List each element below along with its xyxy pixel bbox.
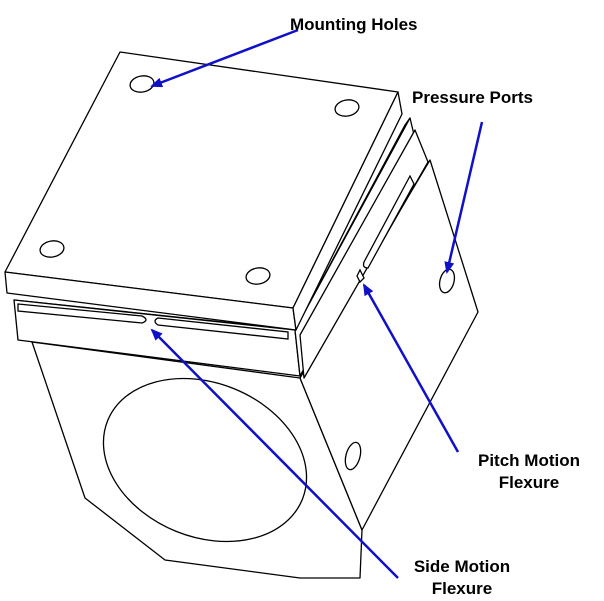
arrow-mounting-holes — [150, 28, 299, 88]
bore-hole — [102, 377, 308, 543]
pressure-port — [344, 441, 362, 471]
mounting-hole — [334, 99, 360, 117]
label-pressure-ports: Pressure Ports — [412, 88, 533, 107]
label-pitch-line2: Flexure — [498, 473, 560, 492]
side-flexure-slot — [154, 317, 289, 340]
top-plate-right — [292, 91, 403, 331]
pitch-flexure-slot — [362, 174, 415, 269]
mounting-hole — [245, 267, 271, 285]
label-side-line2: Flexure — [431, 579, 493, 598]
label-pitch-line1: Pitch Motion — [478, 451, 580, 470]
label-side-motion-flexure: Side Motion Flexure — [404, 556, 520, 600]
label-mounting-holes: Mounting Holes — [290, 15, 418, 34]
arrow-pressure-ports — [444, 121, 484, 274]
label-side-line1: Side Motion — [413, 557, 511, 576]
arrow-pitch-motion — [362, 283, 460, 453]
mounting-hole — [39, 240, 65, 258]
label-pitch-motion-flexure: Pitch Motion Flexure — [466, 450, 592, 494]
pitch-flexure-slot — [356, 268, 365, 284]
pitch-plate-top — [299, 129, 429, 379]
arrow-side-motion — [150, 328, 399, 579]
side-flexure-slot — [17, 303, 147, 324]
